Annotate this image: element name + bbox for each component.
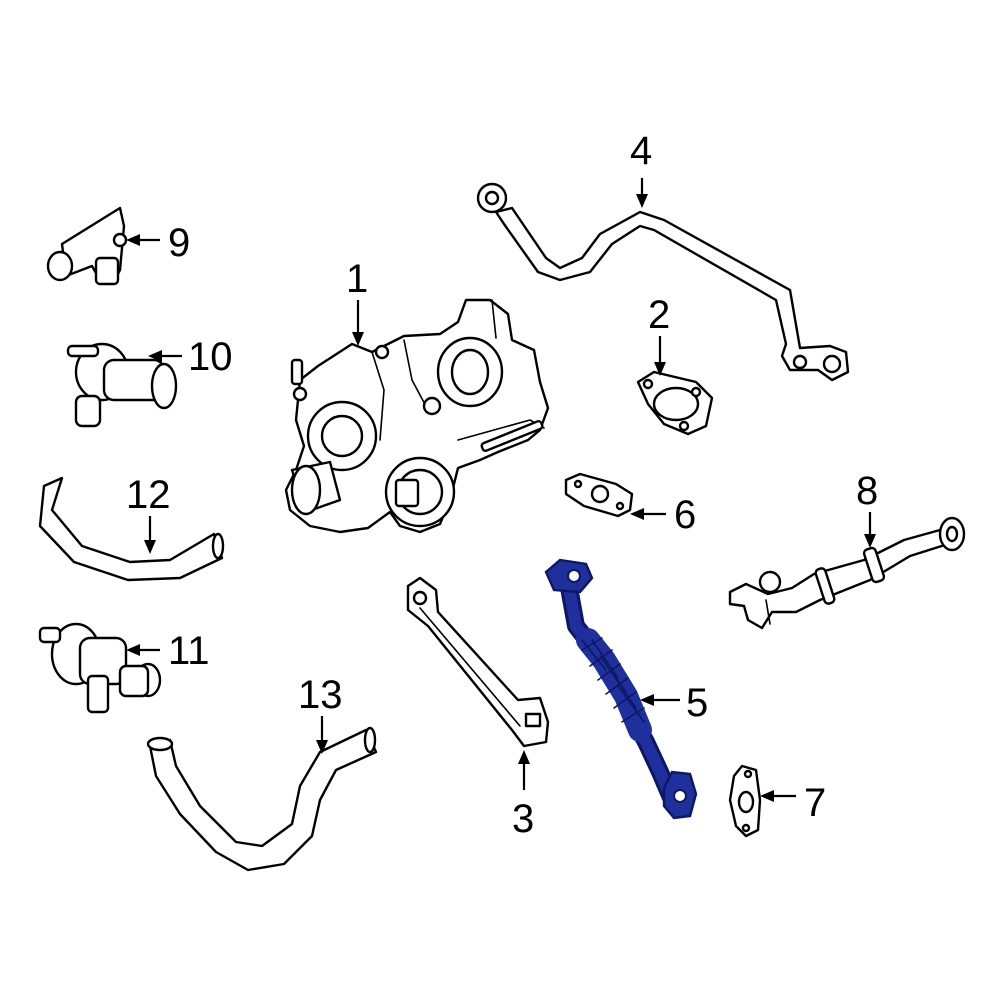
arrow-1-head: [352, 332, 364, 346]
upper-flange-hole: [567, 569, 581, 583]
arrow-13-head: [316, 740, 328, 754]
part-13-hose[interactable]: [146, 726, 378, 872]
hose-weave: [581, 637, 645, 723]
callout-11[interactable]: 11: [168, 629, 210, 673]
callout-7[interactable]: 7: [804, 781, 826, 825]
arrow-6-head: [630, 508, 644, 520]
part-8-coolant-pipe[interactable]: [728, 516, 966, 630]
callout-1[interactable]: 1: [346, 257, 368, 301]
callout-labels: 1 2 3 4 5 6 7 8 9 10 11 12 13: [126, 129, 878, 841]
arrow-11-head: [126, 644, 140, 656]
part-1-turbocharger[interactable]: [284, 298, 550, 534]
callout-arrows: [126, 178, 876, 802]
callout-2[interactable]: 2: [648, 293, 670, 337]
callout-9[interactable]: 9: [168, 221, 190, 265]
part-2-gasket[interactable]: [636, 370, 714, 436]
part-7-gasket[interactable]: [728, 764, 762, 838]
part-11-valve[interactable]: [38, 622, 162, 714]
lower-flange-hole: [673, 789, 687, 803]
callout-3[interactable]: 3: [512, 797, 534, 841]
part-5-oil-return-tube[interactable]: [544, 558, 698, 820]
arrow-12-head: [144, 540, 156, 554]
arrow-10-head: [148, 350, 162, 362]
part-4-oil-feed-tube[interactable]: [476, 182, 850, 382]
arrow-3-head: [518, 750, 530, 764]
part-12-hose[interactable]: [38, 476, 225, 582]
callout-13[interactable]: 13: [298, 673, 343, 717]
part-3-bracket[interactable]: [406, 576, 550, 748]
callout-12[interactable]: 12: [126, 473, 171, 517]
callout-8[interactable]: 8: [856, 469, 878, 513]
arrow-8-head: [864, 534, 876, 548]
callout-10[interactable]: 10: [188, 335, 233, 379]
braided-hose: [576, 628, 652, 742]
part-9-valve[interactable]: [46, 206, 128, 286]
callout-5[interactable]: 5: [686, 681, 708, 725]
arrow-4-head: [636, 194, 648, 208]
arrow-9-head: [126, 234, 140, 246]
part-10-valve[interactable]: [66, 342, 178, 428]
callout-6[interactable]: 6: [674, 493, 696, 537]
arrow-2-head: [654, 362, 666, 376]
part-6-gasket[interactable]: [564, 472, 634, 518]
callout-4[interactable]: 4: [630, 129, 652, 173]
arrow-5-head: [640, 694, 654, 706]
arrow-7-head: [760, 790, 774, 802]
